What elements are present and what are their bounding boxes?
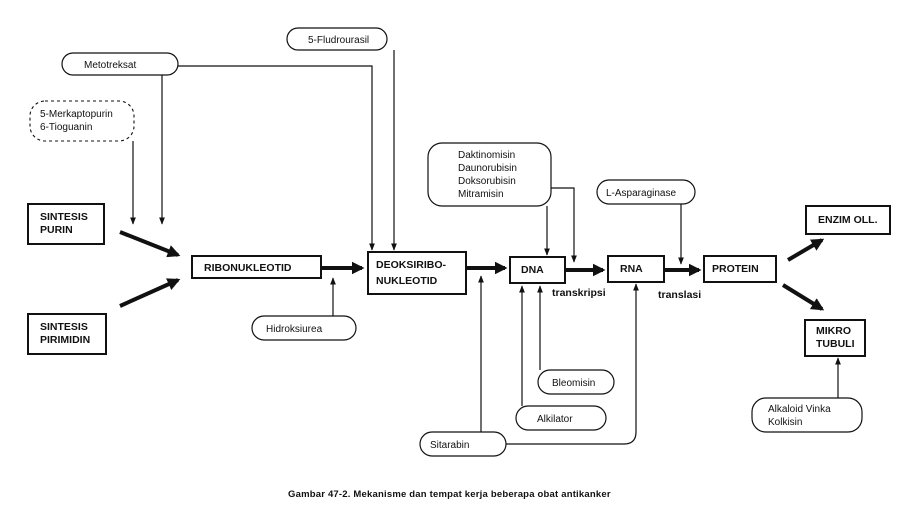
transkripsi-label: transkripsi (552, 287, 606, 299)
arrow-protein-to-mikrotubuli (781, 283, 825, 311)
drug-merkaptopurin: 5-Merkaptopurin 6-Tioguanin (29, 100, 135, 142)
connector-metotreksat-deoksi (178, 65, 375, 251)
box-sintesis-pirimidin: SINTESIS PIRIMIDIN (27, 313, 107, 355)
sintesis-pirimidin-line2: PIRIMIDIN (40, 334, 90, 346)
sintesis-purin-line2: PURIN (40, 224, 73, 236)
box-mikrotubuli: MIKRO TUBULI (804, 319, 866, 357)
box-rna: RNA (607, 255, 665, 283)
alkaloid-line2: Kolkisin (768, 417, 802, 428)
drug-asparaginase: L-Asparaginase (596, 179, 696, 205)
connector-daktinomisin-transkripsi (551, 187, 577, 263)
hidroksiurea-label: Hidroksiurea (266, 324, 323, 335)
merkaptopurin-line2: 6-Tioguanin (40, 122, 92, 133)
box-protein: PROTEIN (703, 255, 777, 283)
alkaloid-line1: Alkaloid Vinka (768, 404, 831, 415)
sintesis-pirimidin-line1: SINTESIS (40, 321, 88, 333)
drug-alkilator: Alkilator (515, 405, 607, 431)
drug-fludrourasil: 5-Fludrourasil (286, 27, 388, 51)
deoksiribonukleotid-line2: NUKLEOTID (376, 275, 438, 287)
bleomisin-label: Bleomisin (552, 378, 595, 389)
daktinomisin-line4: Mitramisin (458, 189, 504, 200)
rna-label: RNA (620, 263, 643, 275)
drug-daktinomisin: Daktinomisin Daunorubisin Doksorubisin M… (427, 142, 552, 207)
daktinomisin-line3: Doksorubisin (458, 176, 516, 187)
drug-sitarabin: Sitarabin (419, 431, 507, 457)
box-ribonukleotid: RIBONUKLEOTID (191, 255, 322, 279)
drug-hidroksiurea: Hidroksiurea (251, 315, 357, 341)
sitarabin-label: Sitarabin (430, 440, 469, 451)
arrow-pirimidin-to-ribo (119, 278, 181, 308)
mikrotubuli-line1: MIKRO (816, 325, 851, 337)
box-enzim: ENZIM OLL. (805, 205, 891, 235)
arrow-purin-to-ribo (119, 230, 181, 258)
alkilator-label: Alkilator (537, 414, 573, 425)
ribonukleotid-label: RIBONUKLEOTID (204, 262, 292, 274)
sintesis-purin-line1: SINTESIS (40, 211, 88, 223)
daktinomisin-line2: Daunorubisin (458, 163, 517, 174)
box-dna: DNA (509, 256, 566, 284)
protein-label: PROTEIN (712, 263, 759, 275)
enzim-label: ENZIM OLL. (818, 214, 878, 226)
drug-alkaloid: Alkaloid Vinka Kolkisin (751, 397, 863, 433)
drug-bleomisin: Bleomisin (537, 369, 615, 395)
pathway-arrows (119, 230, 825, 311)
merkaptopurin-line1: 5-Merkaptopurin (40, 109, 113, 120)
deoksiribonukleotid-line1: DEOKSIRIBO- (376, 259, 447, 271)
metotreksat-label: Metotreksat (84, 60, 136, 71)
drug-metotreksat: Metotreksat (61, 52, 179, 76)
asparaginase-label: L-Asparaginase (606, 188, 676, 199)
fludrourasil-label: 5-Fludrourasil (308, 35, 369, 46)
connector-sitarabin-rna (506, 283, 639, 445)
translasi-label: translasi (658, 289, 701, 301)
inhibitor-connectors (130, 50, 841, 445)
box-deoksiribonukleotid: DEOKSIRIBO- NUKLEOTID (367, 251, 467, 295)
dna-label: DNA (521, 264, 544, 276)
daktinomisin-line1: Daktinomisin (458, 150, 515, 161)
arrow-protein-to-enzim (786, 238, 825, 262)
box-sintesis-purin: SINTESIS PURIN (27, 203, 105, 245)
figure-caption: Gambar 47-2. Mekanisme dan tempat kerja … (288, 489, 611, 500)
mikrotubuli-line2: TUBULI (816, 338, 855, 350)
